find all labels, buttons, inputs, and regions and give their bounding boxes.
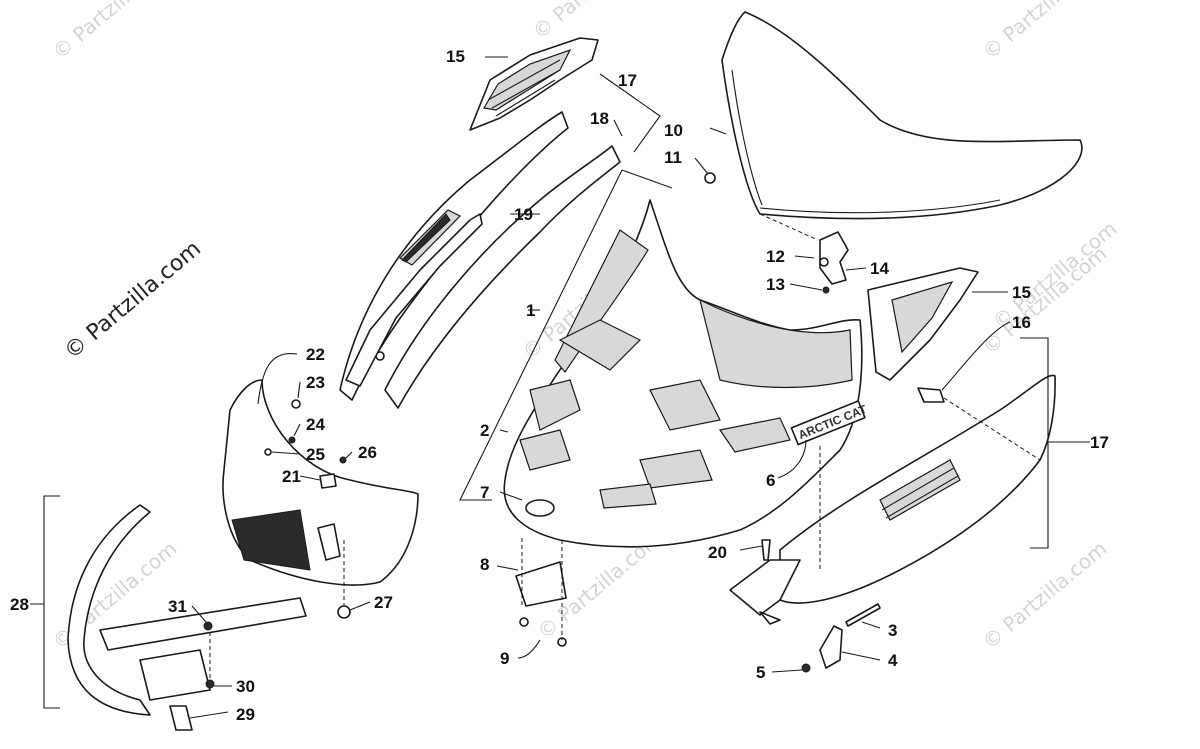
callout-14: 14 <box>870 259 889 278</box>
callout-30: 30 <box>236 677 255 696</box>
watermark: © Partzilla.com <box>48 0 182 64</box>
callout-15-top: 15 <box>446 47 465 66</box>
callout-24: 24 <box>306 415 325 434</box>
callout-9: 9 <box>500 649 509 668</box>
clip-21[interactable] <box>319 473 337 489</box>
callout-4: 4 <box>888 651 898 670</box>
callout-23: 23 <box>306 373 325 392</box>
callout-12: 12 <box>766 247 785 266</box>
callout-19: 19 <box>514 205 533 224</box>
callout-3: 3 <box>888 621 897 640</box>
callout-20: 20 <box>708 543 727 562</box>
side-vent-15[interactable] <box>867 267 979 381</box>
right-side-panel[interactable] <box>729 374 1056 625</box>
callout-26: 26 <box>358 443 377 462</box>
callout-11: 11 <box>664 148 682 167</box>
watermark: © Partzilla.com <box>978 0 1112 64</box>
callout-13: 13 <box>766 275 785 294</box>
nut-26[interactable] <box>339 456 347 464</box>
washer-27[interactable] <box>337 605 351 619</box>
top-vent-15[interactable] <box>469 37 599 131</box>
callout-18: 18 <box>590 109 609 128</box>
callout-31: 31 <box>168 597 187 616</box>
grommet[interactable] <box>704 172 716 184</box>
side-trim-strip[interactable] <box>384 145 621 409</box>
callout-17-top: 17 <box>618 71 637 90</box>
mount-bracket[interactable] <box>819 625 843 669</box>
callout-numbers: 1 2 3 4 5 6 7 8 9 10 11 12 13 14 15 15 1… <box>10 47 1109 724</box>
callout-21: 21 <box>282 467 301 486</box>
bolt-23[interactable] <box>291 399 301 409</box>
callout-10: 10 <box>664 121 683 140</box>
push-clip[interactable] <box>917 387 945 403</box>
callout-15-side: 15 <box>1012 283 1031 302</box>
callout-27: 27 <box>374 593 393 612</box>
callout-17-side: 17 <box>1090 433 1109 452</box>
callout-22: 22 <box>306 345 325 364</box>
callout-6: 6 <box>766 471 775 490</box>
windshield[interactable] <box>721 11 1083 220</box>
leader-lines <box>30 56 1090 719</box>
callout-16: 16 <box>1012 313 1031 332</box>
hood[interactable]: ARCTIC CAT <box>503 199 869 548</box>
callout-5: 5 <box>756 663 765 682</box>
watermark: © Partzilla.com <box>988 216 1122 334</box>
callout-25: 25 <box>306 445 325 464</box>
callout-8: 8 <box>480 555 489 574</box>
inner-trim-strip[interactable] <box>345 213 483 387</box>
washer-25[interactable] <box>264 448 272 456</box>
hinge-bracket[interactable] <box>515 561 567 647</box>
callout-29: 29 <box>236 705 255 724</box>
callout-7: 7 <box>480 483 489 502</box>
callout-28: 28 <box>10 595 29 614</box>
callout-1: 1 <box>526 301 535 320</box>
nut-24[interactable] <box>288 436 296 444</box>
watermark: © Partzilla.com <box>978 536 1112 654</box>
callout-2: 2 <box>480 421 489 440</box>
screw[interactable] <box>761 539 771 561</box>
watermark: © Partzilla.com <box>528 0 662 44</box>
bolt[interactable] <box>845 603 881 627</box>
front-bumper[interactable] <box>67 504 307 731</box>
watermark-dark: © Partzilla.com <box>60 236 206 364</box>
nut[interactable] <box>801 663 811 673</box>
windshield-bracket[interactable] <box>819 231 849 294</box>
